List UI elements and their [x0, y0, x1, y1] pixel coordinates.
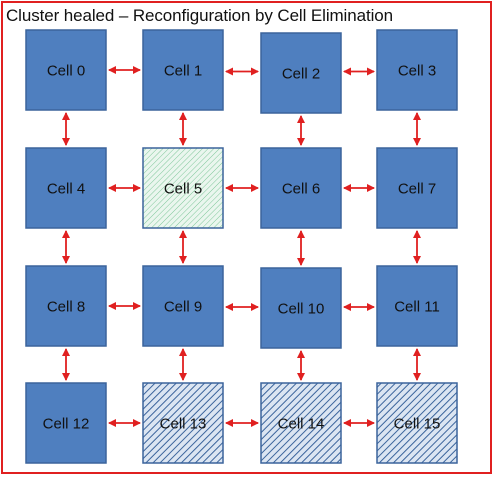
cell-14: Cell 14: [260, 382, 342, 464]
cell-6: Cell 6: [260, 147, 342, 229]
cell-10: Cell 10: [260, 267, 342, 349]
cell-9-label: Cell 9: [164, 299, 202, 316]
cell-13-label: Cell 13: [160, 416, 207, 433]
cell-10-label: Cell 10: [278, 301, 325, 318]
cell-1-box: [142, 29, 224, 111]
cells-layer: Cell 0 Cell 1 Cell 2 Cell 3 Cell 4 Cell 5 Cell…: [25, 29, 458, 464]
cell-13-box: [142, 382, 224, 464]
cell-6-label: Cell 6: [282, 181, 320, 198]
cell-1-label: Cell 1: [164, 63, 202, 80]
cell-10-box: [260, 267, 342, 349]
cell-8-box: [25, 265, 107, 347]
cell-8-label: Cell 8: [47, 299, 85, 316]
cell-4-box: [25, 147, 107, 229]
cell-0-box: [25, 29, 107, 111]
cell-12-box: [25, 382, 107, 464]
cell-3: Cell 3: [376, 29, 458, 111]
cell-7-box: [376, 147, 458, 229]
cell-7: Cell 7: [376, 147, 458, 229]
cell-9-box: [142, 265, 224, 347]
cell-14-label: Cell 14: [278, 416, 325, 433]
cell-11: Cell 11: [376, 265, 458, 347]
cell-11-label: Cell 11: [394, 299, 440, 316]
cell-2-label: Cell 2: [282, 66, 320, 83]
links-layer: [62, 66, 421, 427]
cell-4-label: Cell 4: [47, 181, 85, 198]
cell-12-label: Cell 12: [43, 416, 90, 433]
cell-9: Cell 9: [142, 265, 224, 347]
cell-15-label: Cell 15: [394, 416, 441, 433]
cell-5: Cell 5: [142, 147, 224, 229]
cell-3-box: [376, 29, 458, 111]
cell-14-box: [260, 382, 342, 464]
cell-7-label: Cell 7: [398, 181, 436, 198]
cell-12: Cell 12: [25, 382, 107, 464]
cell-15-box: [376, 382, 458, 464]
diagram-title: Cluster healed – Reconfiguration by Cell…: [6, 6, 393, 25]
cell-13: Cell 13: [142, 382, 224, 464]
cell-5-label: Cell 5: [164, 181, 202, 198]
cell-4: Cell 4: [25, 147, 107, 229]
cell-5-box: [142, 147, 224, 229]
cell-2: Cell 2: [260, 32, 342, 114]
cell-0: Cell 0: [25, 29, 107, 111]
cell-8: Cell 8: [25, 265, 107, 347]
cell-3-label: Cell 3: [398, 63, 436, 80]
cell-11-box: [376, 265, 458, 347]
cell-15: Cell 15: [376, 382, 458, 464]
cell-1: Cell 1: [142, 29, 224, 111]
cell-0-label: Cell 0: [47, 63, 85, 80]
cell-6-box: [260, 147, 342, 229]
cell-2-box: [260, 32, 342, 114]
